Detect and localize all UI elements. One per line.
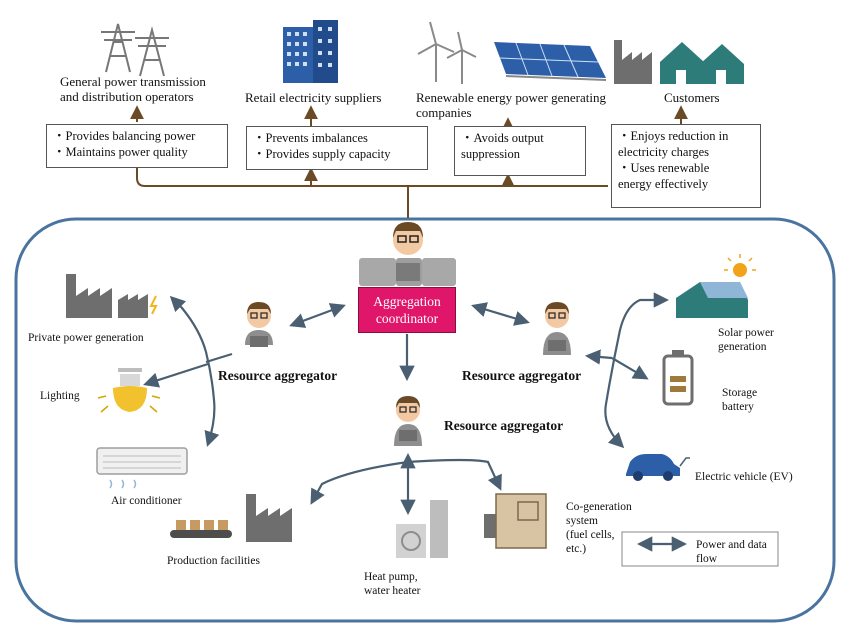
label-ev: Electric vehicle (EV) bbox=[695, 471, 793, 483]
coordinator-person-icon bbox=[359, 222, 456, 286]
label-private-power: Private power generation bbox=[28, 332, 144, 344]
label-production-facilities: Production facilities bbox=[167, 555, 260, 567]
left-aggregator-icon bbox=[245, 302, 273, 347]
production-facilities-icon bbox=[170, 494, 292, 542]
heat-pump-icon bbox=[396, 500, 448, 558]
center-aggregator-icon bbox=[394, 396, 422, 446]
wind-turbine-icon bbox=[417, 21, 477, 84]
aggregation-frame bbox=[14, 217, 836, 623]
label-customers: Customers bbox=[664, 90, 720, 105]
label-air-conditioner: Air conditioner bbox=[111, 495, 182, 507]
flow-arrows bbox=[143, 292, 670, 516]
benefit-box-renewable: ・Avoids output suppression bbox=[454, 126, 586, 176]
light-bulb-icon bbox=[97, 368, 161, 413]
label-heat-pump: Heat pump,water heater bbox=[364, 571, 421, 597]
benefit-bus bbox=[130, 105, 688, 218]
cogeneration-icon bbox=[484, 493, 547, 549]
right-resource-aggregator-label: Resource aggregator bbox=[462, 368, 582, 383]
storage-battery-icon bbox=[662, 350, 694, 406]
solar-house-icon bbox=[676, 254, 756, 318]
right-aggregator-icon bbox=[543, 302, 571, 355]
left-resource-aggregator-label: Resource aggregator bbox=[218, 368, 338, 383]
benefit-box-tso: ・Provides balancing power・Maintains powe… bbox=[46, 124, 228, 168]
office-building-icon bbox=[283, 20, 338, 83]
power-tower-icon bbox=[101, 23, 169, 77]
private-power-factory-icon bbox=[66, 274, 158, 318]
label-lighting: Lighting bbox=[40, 390, 80, 402]
benefit-box-customers: ・Enjoys reduction in electricity charges… bbox=[611, 124, 761, 208]
electric-vehicle-icon bbox=[626, 454, 690, 481]
center-resource-aggregator-label: Resource aggregator bbox=[444, 418, 564, 433]
factory-house-icon bbox=[614, 40, 744, 84]
label-retail: Retail electricity suppliers bbox=[245, 90, 382, 105]
benefit-box-retail: ・Prevents imbalances・Provides supply cap… bbox=[246, 126, 428, 170]
solar-panel-icon bbox=[494, 42, 607, 81]
air-conditioner-icon bbox=[96, 447, 188, 489]
